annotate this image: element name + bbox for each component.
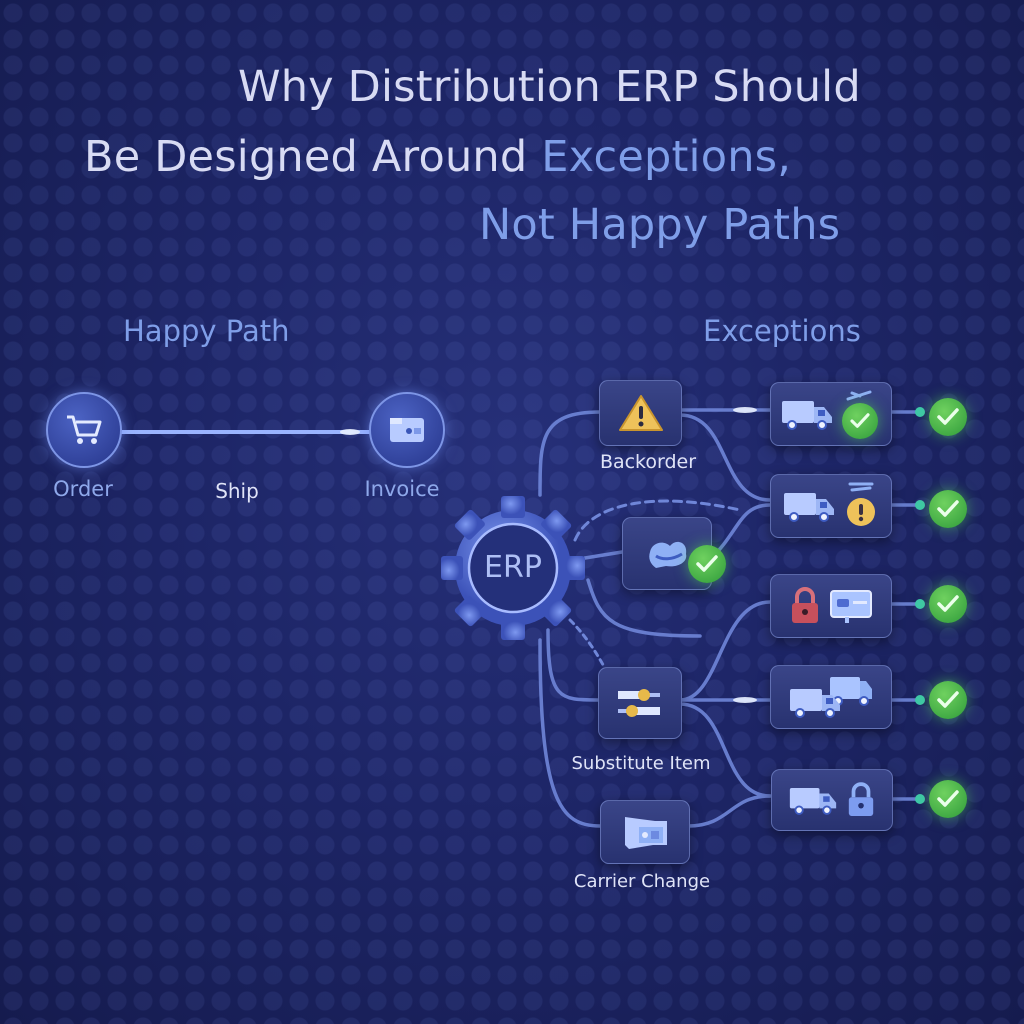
- gear-icon: [441, 496, 585, 640]
- step-invoice-label: Invoice: [364, 477, 440, 501]
- carrier-change-box[interactable]: [600, 800, 690, 864]
- result-check-icon-2: [929, 490, 967, 528]
- outcome-box-4[interactable]: [770, 665, 892, 729]
- result-check-icon-5: [929, 780, 967, 818]
- check-icon: [688, 545, 726, 583]
- title-line-2: Be Designed Around Exceptions,: [84, 132, 791, 182]
- result-check-icon-4: [929, 681, 967, 719]
- card-icon: [830, 590, 872, 623]
- substitute-item-box[interactable]: [598, 667, 682, 739]
- truck-icon: [789, 787, 837, 815]
- carrier-box-icon: [625, 817, 667, 849]
- exceptions-heading: Exceptions: [703, 314, 861, 348]
- swap-sliders-icon: [618, 689, 660, 717]
- carrier-change-label: Carrier Change: [573, 871, 711, 892]
- order-node[interactable]: [46, 392, 122, 468]
- title-line-3: Not Happy Paths: [479, 200, 841, 250]
- shopping-cart-icon: [67, 415, 102, 444]
- title-accent-exceptions: Exceptions,: [541, 132, 792, 182]
- title-line-2-prefix: Be Designed Around: [84, 132, 542, 182]
- erp-hub[interactable]: ERP: [437, 492, 589, 644]
- lock-icon: [792, 587, 818, 623]
- invoice-icon: [390, 418, 424, 442]
- backorder-box[interactable]: [599, 380, 682, 446]
- step-ship-label: Ship: [215, 479, 259, 503]
- outcome-box-3[interactable]: [770, 574, 892, 638]
- check-icon: [842, 403, 878, 439]
- truck-icon: [784, 493, 834, 522]
- title-line-1: Why Distribution ERP Should: [238, 62, 861, 112]
- outcome-box-2[interactable]: [770, 474, 892, 538]
- warning-icon: [847, 498, 875, 526]
- step-order-label: Order: [53, 477, 113, 501]
- plane-icon: [848, 482, 874, 492]
- outcome-box-5[interactable]: [771, 769, 893, 831]
- outcome-box-1[interactable]: [770, 382, 892, 446]
- substitute-item-label: Substitute Item: [571, 753, 711, 774]
- truck-icon: [782, 401, 832, 430]
- happy-path-heading: Happy Path: [123, 314, 290, 348]
- package-icon: [649, 541, 687, 568]
- backorder-label: Backorder: [599, 451, 697, 473]
- result-check-icon-3: [929, 585, 967, 623]
- invoice-node[interactable]: [369, 392, 445, 468]
- plane-icon: [846, 390, 872, 401]
- lock-icon: [848, 782, 874, 816]
- warning-icon: [618, 395, 663, 431]
- result-check-icon-1: [929, 398, 967, 436]
- two-trucks-icon: [790, 677, 872, 718]
- erp-label: ERP: [484, 550, 542, 585]
